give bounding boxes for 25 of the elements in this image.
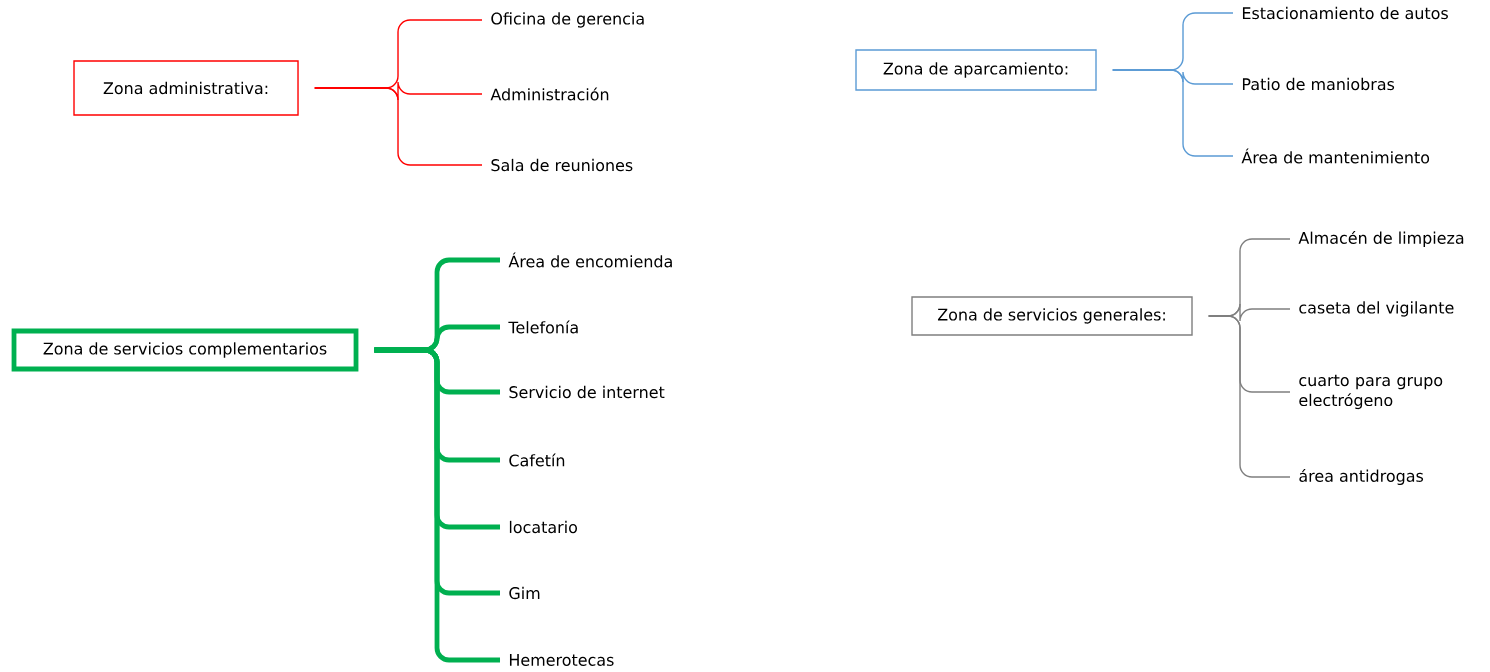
- list-item: Servicio de internet: [509, 385, 665, 399]
- bracket-connector: [1208, 315, 1291, 478]
- zone-box: Zona de servicios complementarios: [11, 328, 359, 372]
- list-item: Oficina de gerencia: [491, 12, 644, 28]
- list-item: Área de mantenimiento: [1241, 148, 1430, 164]
- list-item: Patio de maniobras: [1242, 77, 1395, 91]
- list-item: caseta del vigilante: [1299, 301, 1454, 317]
- list-item: Gim: [509, 586, 540, 600]
- bracket-connector: [374, 347, 500, 663]
- list-item: Administración: [490, 87, 609, 101]
- list-item: locatario: [509, 520, 577, 534]
- bracket-connector: [1112, 69, 1234, 157]
- list-item: Almacén de limpieza: [1298, 230, 1464, 248]
- list-item: Estacionamiento de autos: [1242, 6, 1448, 20]
- zone-box: Zona de servicios generales:: [911, 296, 1193, 336]
- zone-box: Zona de aparcamiento:: [855, 49, 1097, 91]
- list-item: cuarto para grupo electrógeno: [1299, 374, 1443, 410]
- bracket-connector: [314, 87, 483, 166]
- list-item: Hemerotecas: [509, 654, 614, 666]
- list-item: área antidrogas: [1299, 468, 1424, 485]
- list-item: Área de encomienda: [508, 252, 672, 268]
- zone-box: Zona administrativa:: [73, 60, 299, 116]
- list-item: Telefonía: [508, 320, 578, 334]
- list-item: Sala de reuniones: [491, 158, 633, 172]
- list-item: Cafetín: [509, 453, 565, 467]
